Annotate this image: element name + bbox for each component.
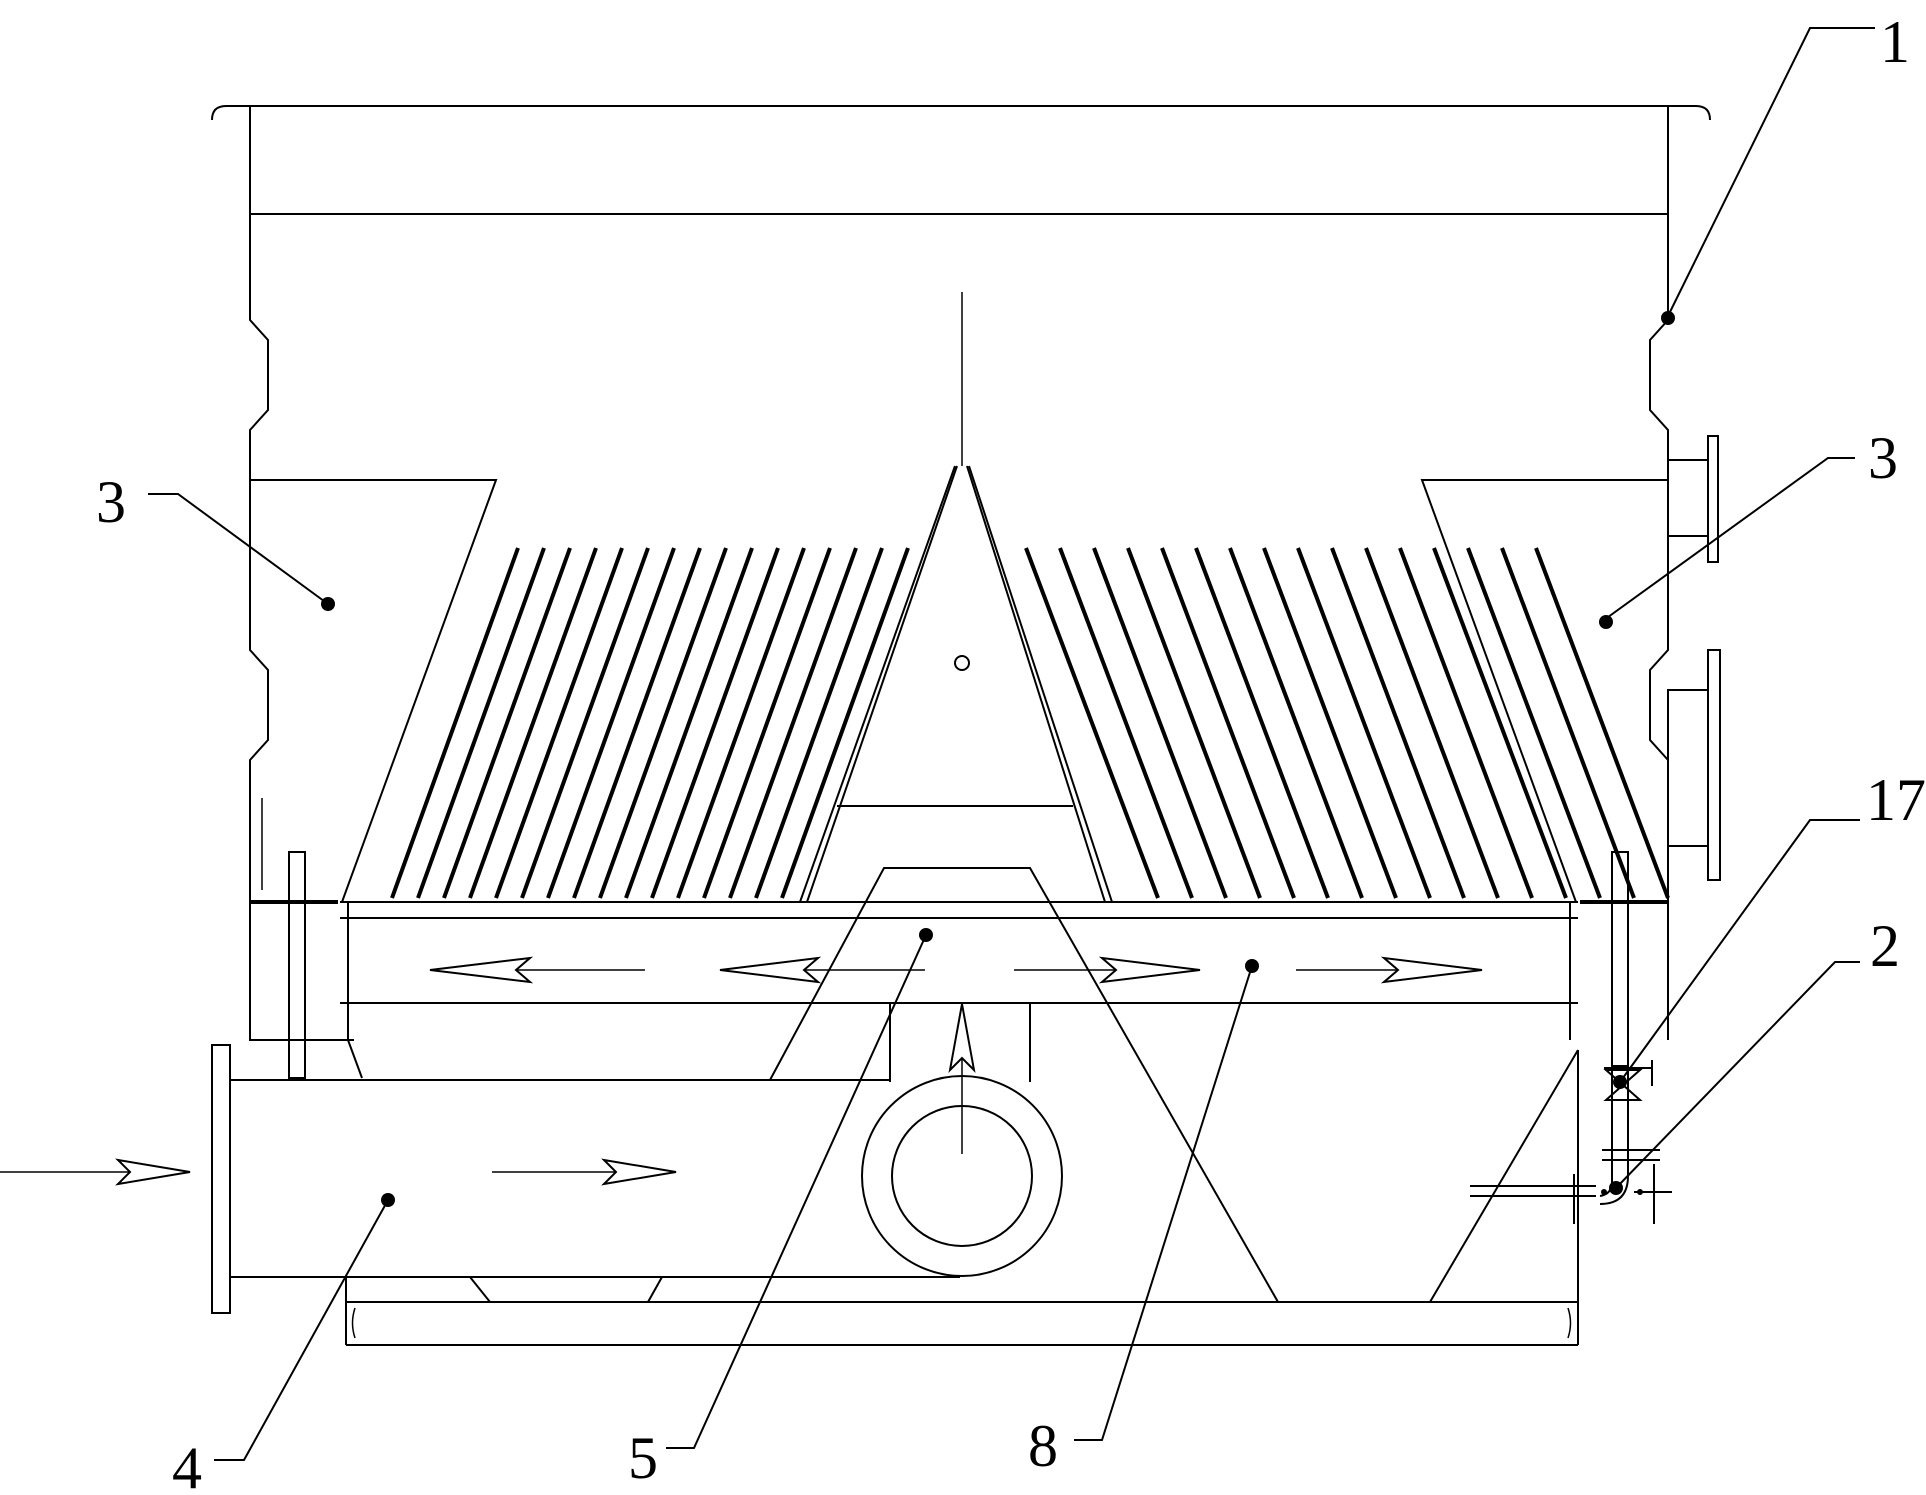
- slat: [1534, 547, 1670, 899]
- flow-arrow-head: [719, 956, 822, 984]
- inclined-slats-right: [1024, 547, 1670, 899]
- marker-dot: [381, 1193, 395, 1207]
- slat: [546, 547, 676, 899]
- slat: [1194, 547, 1330, 899]
- flow-arrow-head: [1098, 956, 1201, 984]
- bottom-trough: [345, 1277, 1578, 1346]
- flow-arrow-head: [1380, 956, 1483, 984]
- side-chambers: [250, 479, 1668, 903]
- label-drain: 2: [1870, 913, 1900, 979]
- marker-dot: [321, 597, 335, 611]
- slat: [1160, 547, 1296, 899]
- slat: [702, 547, 832, 899]
- slat: [494, 547, 624, 899]
- marker-dots: [321, 311, 1675, 1207]
- central-deflector: [799, 292, 1113, 903]
- flow-arrows: [0, 956, 1483, 1186]
- label-channel: 8: [1028, 1413, 1058, 1479]
- slat: [520, 547, 650, 899]
- slat: [780, 547, 910, 899]
- flow-arrow-head: [601, 1158, 677, 1186]
- slat: [1228, 547, 1364, 899]
- slat: [1296, 547, 1432, 899]
- label-inlet-pipe: 4: [172, 1435, 202, 1495]
- label-side-chamber-right: 3: [1868, 425, 1898, 491]
- marker-dot: [1599, 615, 1613, 629]
- slat: [650, 547, 780, 899]
- flow-arrow-head: [115, 1158, 191, 1186]
- leader-lines: [148, 27, 1875, 1461]
- label-tank: 1: [1880, 9, 1910, 75]
- slat: [1364, 547, 1500, 899]
- slat: [1432, 547, 1568, 899]
- horizontal-channel: [250, 900, 1668, 1040]
- slat: [1466, 547, 1602, 899]
- slat: [1058, 547, 1194, 899]
- valve-and-drain: [1470, 1060, 1672, 1224]
- slat: [1024, 547, 1160, 899]
- slat: [1330, 547, 1466, 899]
- slat: [1262, 547, 1398, 899]
- distributor-hood: [769, 867, 1279, 1303]
- inclined-slats-left: [390, 547, 910, 899]
- slat: [572, 547, 702, 899]
- slat: [468, 547, 598, 899]
- slat: [1500, 547, 1636, 899]
- slat: [728, 547, 858, 899]
- flow-arrow-head: [429, 956, 534, 984]
- marker-dot: [1609, 1181, 1623, 1195]
- slat: [1398, 547, 1534, 899]
- slat: [598, 547, 728, 899]
- marker-dot: [1613, 1075, 1627, 1089]
- slat: [416, 547, 546, 899]
- label-valve: 17: [1866, 767, 1926, 833]
- right-flanges: [1667, 435, 1721, 881]
- slat: [754, 547, 884, 899]
- slat: [1092, 547, 1228, 899]
- slat: [442, 547, 572, 899]
- slat: [676, 547, 806, 899]
- slat: [624, 547, 754, 899]
- tank-shell: [211, 105, 1711, 1041]
- part-labels: 1 3 3 17 2 4 5 8: [96, 9, 1926, 1495]
- marker-dot: [1661, 311, 1675, 325]
- slat: [390, 547, 520, 899]
- flow-arrow-head: [948, 1003, 976, 1073]
- label-side-chamber-left: 3: [96, 469, 126, 535]
- marker-dot: [919, 928, 933, 942]
- vertical-posts: [261, 798, 1629, 1345]
- marker-dot: [1245, 959, 1259, 973]
- label-distributor: 5: [628, 1425, 658, 1491]
- slat: [1126, 547, 1262, 899]
